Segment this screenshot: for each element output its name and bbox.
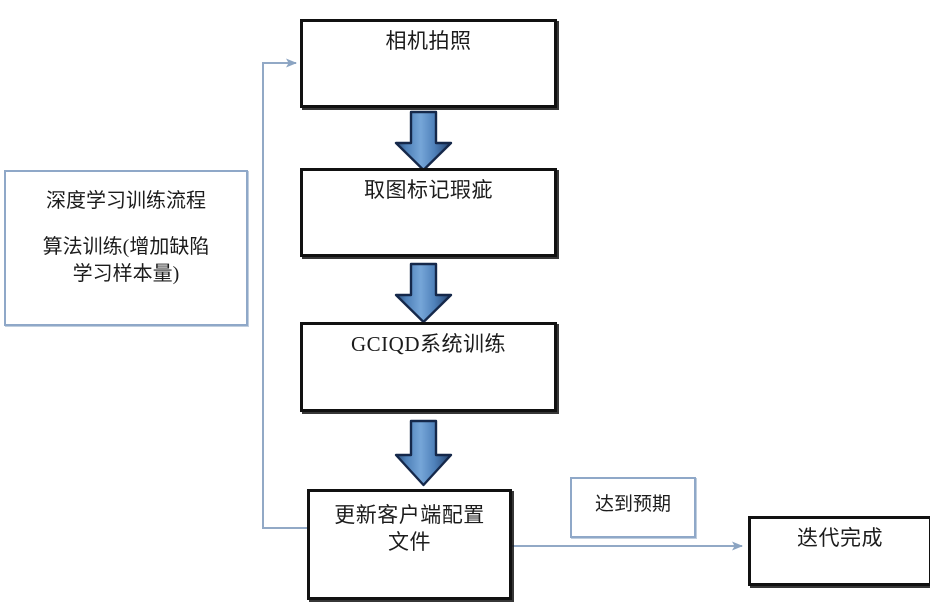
process-label-gciqd-training: GCIQD系统训练 <box>351 332 506 356</box>
info-box-body: 算法训练(增加缺陷 学习样本量) <box>12 234 240 288</box>
process-label-update-client-config-line-2: 文件 <box>388 529 431 554</box>
process-box-mark-defects[interactable]: 取图标记瑕疵 <box>300 168 557 257</box>
down-block-arrow-2 <box>394 262 453 324</box>
feedback-loop-connector <box>262 58 307 529</box>
process-label-mark-defects: 取图标记瑕疵 <box>364 178 493 202</box>
info-box-body-line-2: 学习样本量) <box>72 263 180 285</box>
condition-label-meets-expectation: 达到预期 <box>594 494 671 515</box>
training-process-info-box: 深度学习训练流程 算法训练(增加缺陷 学习样本量) <box>4 170 248 326</box>
terminal-label-iteration-complete: 迭代完成 <box>797 526 883 550</box>
process-box-camera-capture[interactable]: 相机拍照 <box>300 19 557 108</box>
down-block-arrow-3 <box>394 419 453 487</box>
condition-box-meets-expectation[interactable]: 达到预期 <box>570 477 696 538</box>
process-label-update-client-config-line-1: 更新客户端配置 <box>334 503 485 527</box>
process-box-update-client-config[interactable]: 更新客户端配置 文件 <box>307 489 512 600</box>
terminal-box-iteration-complete[interactable]: 迭代完成 <box>748 516 930 586</box>
info-box-heading: 深度学习训练流程 <box>46 190 206 212</box>
info-box-body-line-1: 算法训练(增加缺陷 <box>42 236 210 258</box>
down-block-arrow-1 <box>394 110 453 172</box>
process-label-update-client-config: 更新客户端配置 文件 <box>310 502 509 556</box>
process-label-camera-capture: 相机拍照 <box>385 29 472 53</box>
process-box-gciqd-training[interactable]: GCIQD系统训练 <box>300 322 557 412</box>
